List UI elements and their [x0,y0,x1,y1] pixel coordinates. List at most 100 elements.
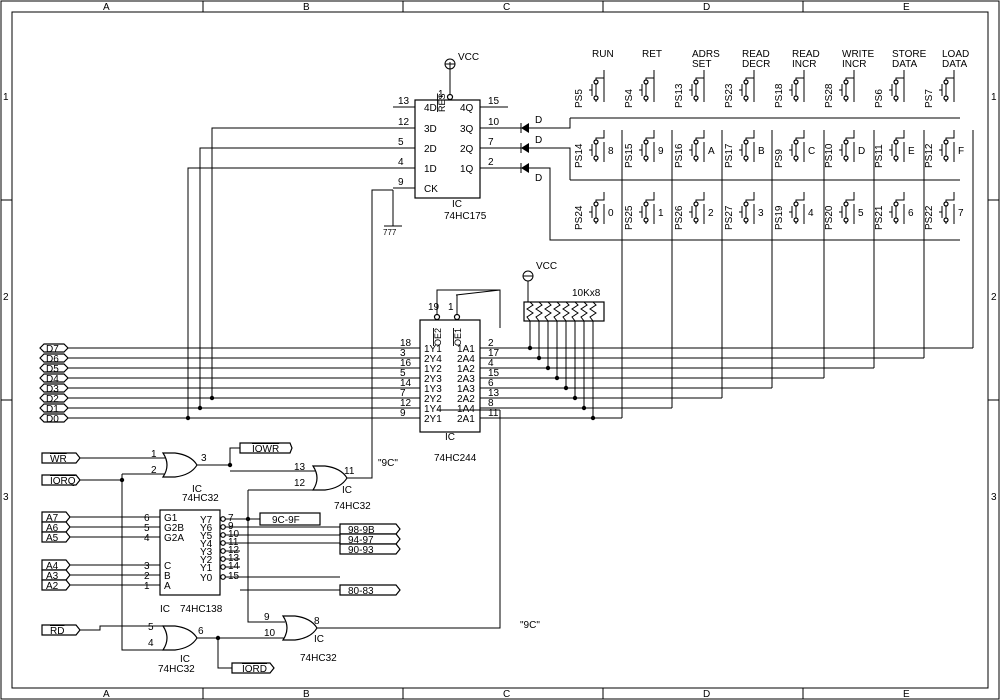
ic244-pin-number-right: 15 [488,368,500,379]
ic138-pin-name-right: Y2 [200,555,213,566]
switch-column-header: INCR [792,59,816,70]
switch-contact [893,95,899,101]
ic138-pin-number-left: 3 [144,561,150,572]
switch-ref-label: PS22 [924,205,935,230]
switch-contact [743,217,749,223]
ic138-pin-name-right: Y0 [200,573,213,584]
gate2-part: 74HC32 [334,501,371,512]
ic175-pin-number-left: 13 [398,96,410,107]
ground-label: 777 [383,228,397,237]
switch-key-label: 4 [808,208,814,219]
gate-pin-out: 6 [198,626,204,637]
wire-oe [455,289,501,296]
ic138-pin-number-right: 9 [228,521,234,532]
switch-ref-label: PS14 [574,143,585,168]
switch-ref-label: PS6 [874,89,885,108]
switch-ref-label: PS24 [574,205,585,230]
ic175-pin-name-right: 3Q [460,124,474,135]
switch-contact [693,79,699,85]
switch-lead [945,130,955,162]
ic244-pin-name-left: 2Y1 [424,414,442,425]
frame-column-label-c: C [503,2,510,13]
push-switch-ps18: PS18 [774,70,805,108]
frame-column-label-e: E [903,2,910,13]
ic175-pin-number-right: 10 [488,117,500,128]
wire [240,490,249,520]
switch-contact [593,201,599,207]
gate4-part: 74HC32 [300,653,337,664]
frame-row-label-right-2: 2 [991,292,997,303]
switch-contact [593,95,599,101]
switch-contact [943,139,949,145]
iowr-label: IOWR [252,444,279,455]
switch-ref-label: PS13 [674,83,685,108]
switch-contact [643,79,649,85]
wire-3d [211,127,393,398]
junction-dot [590,415,596,421]
ic138-pin-number-left: 4 [144,533,150,544]
switch-contact [943,95,949,101]
gate4-output-label: "9C" [520,620,540,631]
switch-contact [843,95,849,101]
push-switch-ps6: PS6 [874,70,905,108]
decode-94-tag: 94-97 [339,533,401,546]
switch-column-header: RUN [592,49,614,60]
address-label: A4 [46,561,59,572]
ic175-reset-pin-number: 1 [438,89,444,100]
ic138-output-bubble [220,574,226,580]
bus-signal-d0: D0 [39,413,400,425]
switch-ref-label: PS19 [774,205,785,230]
ic138-pin-number-right: 12 [228,545,240,556]
gate-pin-a: 1 [151,449,157,460]
ic244-pin-name-right: 2A3 [457,374,475,385]
resistor-element [544,301,552,322]
wire-1d [187,167,393,418]
ic244-pin-number-right: 8 [488,398,494,409]
diode-symbol [521,123,529,133]
push-switch-ps7: PS7 [924,70,955,108]
switch-contact [643,201,649,207]
bus-signal-d1: D1 [39,403,400,415]
switch-ref-label: PS18 [774,83,785,108]
iord-output-tag [231,662,275,674]
output-tag [339,523,401,535]
ic244-pin-number-left: 16 [400,358,412,369]
switch-lead [795,192,805,224]
input-label: RD [50,626,64,637]
push-switch-ps23: PS23 [724,70,755,108]
frame-column-label-a: A [103,2,110,13]
ic244-pin-number-right: 17 [488,348,500,359]
gate3-ref: IC [180,654,190,665]
ic138-pin-number-left: 6 [144,513,150,524]
iorq-input: IORQ [41,474,81,487]
or-gate-body [161,625,198,651]
switch-ref-label: PS23 [724,83,735,108]
wire-diode1 [528,118,571,129]
frame-column-label-d: D [703,2,710,13]
ic244-pin-number-right: 6 [488,378,494,389]
resistor-element [589,301,597,322]
switch-column-header: STORE [892,49,927,60]
switch-ref-label: PS10 [824,143,835,168]
bus-label: D1 [46,404,59,415]
switch-column-header: INCR [842,59,866,70]
switch-ref-label: PS4 [624,89,635,108]
push-switch-ps28: PS28 [824,70,855,108]
address-label: A5 [46,533,59,544]
switch-key-label: 2 [708,208,714,219]
ic244-pin-number-left: 12 [400,398,412,409]
switch-key-label: B [758,146,765,157]
switch-ref-label: PS9 [774,149,785,168]
switch-contact [643,155,649,161]
bus-signal-d5: D5 [39,363,400,375]
iowr-output-tag [239,442,293,454]
switch-contact [593,217,599,223]
switch-column-header: ADRS [692,49,720,60]
switch-ref-label: PS7 [924,89,935,108]
bus-label: D6 [46,354,59,365]
